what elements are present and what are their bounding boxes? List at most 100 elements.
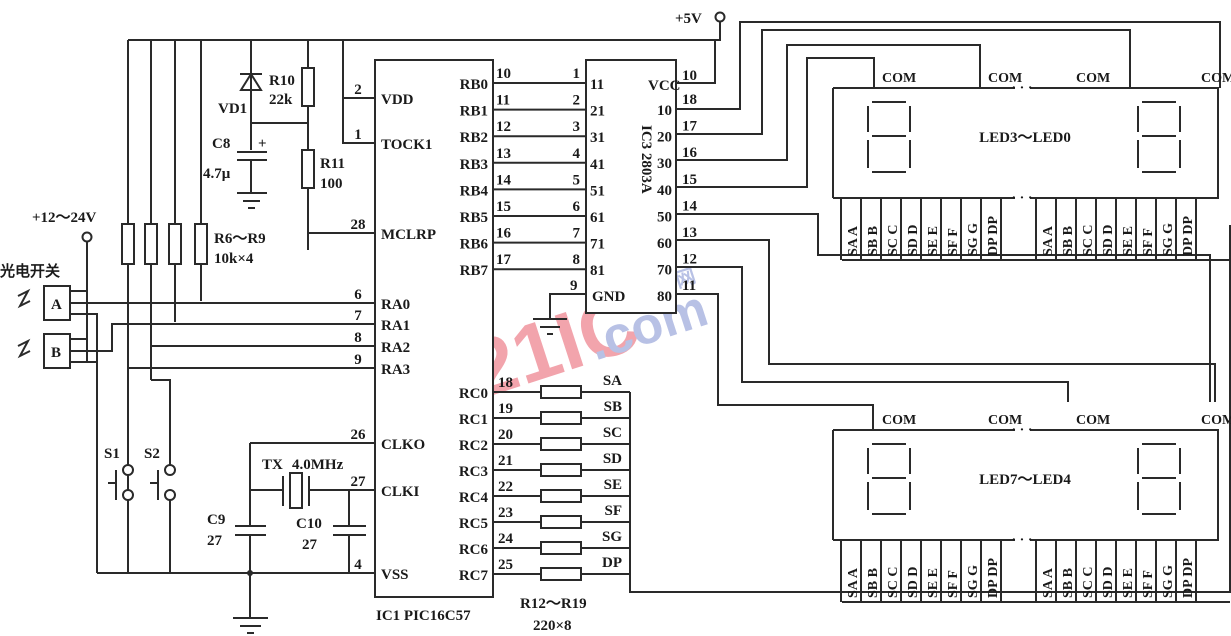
ic3-out-pin-number: 13 <box>682 225 697 241</box>
segment-label: DP <box>602 555 622 571</box>
ic3-in-label: 81 <box>590 263 605 279</box>
display-pin-label: SB B <box>1061 568 1076 598</box>
segment-label: SC <box>603 425 622 441</box>
c10-name: C10 <box>296 516 322 532</box>
ic3-out-pin-number: 17 <box>682 119 698 135</box>
ic1-rb-pin-number: 12 <box>496 119 511 135</box>
display-pin-label: SE E <box>1121 226 1136 256</box>
segment-label: SE <box>604 477 622 493</box>
ic3-in-pin-number: 1 <box>573 66 581 82</box>
ic3-out-label: 80 <box>657 289 672 305</box>
display-pin-label: SB B <box>866 568 881 598</box>
ic1-rc-label: RC3 <box>459 464 488 480</box>
com-label: COM <box>988 71 1022 86</box>
c8-value: 4.7μ <box>203 166 231 182</box>
ic1-rc-label: RC2 <box>459 438 488 454</box>
ic3-vcc-pin: 10 <box>682 68 697 84</box>
resistor-icon <box>540 567 582 581</box>
r10-name: R10 <box>269 73 295 89</box>
ic1-rc-pin-number: 18 <box>498 375 513 391</box>
display-pin-label: SE E <box>926 226 941 256</box>
display-pin-label: SE E <box>926 568 941 598</box>
crystal-value: 4.0MHz <box>292 457 344 473</box>
photo-switch-label: 光电开关 <box>0 262 60 280</box>
display-pin-label: SF F <box>1141 570 1156 598</box>
display-pin-label: SF F <box>946 570 961 598</box>
com-label: COM <box>882 71 916 86</box>
ic3-in-label: 61 <box>590 210 605 226</box>
seven-segment-digit-icon <box>867 101 911 173</box>
display-body <box>833 429 1219 541</box>
ic1-pin-label: RA0 <box>381 297 410 313</box>
com-label: COM <box>1201 71 1231 86</box>
display-ellipsis: · · · <box>1011 81 1032 96</box>
ic1-rb-label: RB6 <box>460 237 489 253</box>
light-icon <box>17 288 31 309</box>
ic1-pin-label: CLKI <box>381 484 420 500</box>
input-supply-label: +12～24V <box>32 210 97 226</box>
display-name: LED3～LED0 <box>979 130 1071 146</box>
seven-segment-digit-icon <box>867 443 911 515</box>
display-ellipsis: · · · <box>1011 423 1032 438</box>
ic1-pin-label: MCLRP <box>381 227 436 243</box>
ic3-gnd-label: GND <box>592 289 626 305</box>
ic1-pin-label: RA1 <box>381 318 410 334</box>
com-label: COM <box>1076 71 1110 86</box>
display-pin-label: SC C <box>1081 224 1096 256</box>
ic1-rb-pin-number: 10 <box>496 66 511 82</box>
resistor-icon <box>540 411 582 425</box>
ic1-pin-label: TOCK1 <box>381 137 432 153</box>
ic3-in-label: 41 <box>590 157 605 173</box>
ic3-in-label: 21 <box>590 104 605 120</box>
ic3-vcc-label: VCC <box>648 78 681 94</box>
display-pin-label: SF F <box>1141 228 1156 256</box>
display-pin-label: SA A <box>1041 567 1056 598</box>
c8-name: C8 <box>212 136 230 152</box>
ic1-pic16c57: IC1 PIC16C57 2VDD1TOCK128MCLRP6RA07RA18R… <box>351 59 586 624</box>
ic1-rb-label: RB5 <box>460 210 488 226</box>
ic1-pin-label: VSS <box>381 567 409 583</box>
ic1-rc-pin-number: 19 <box>498 401 513 417</box>
ic3-out-label: 20 <box>657 130 672 146</box>
c10-value: 27 <box>302 537 318 553</box>
resistor-icon <box>540 515 582 529</box>
display-pin-label: SD D <box>906 224 921 256</box>
photo-switch-block: +12～24V 光电开关 A B <box>0 210 375 573</box>
display-pin-label: SE E <box>1121 568 1136 598</box>
ic3-out-label: 60 <box>657 236 672 252</box>
ic1-pin-label: VDD <box>381 92 414 108</box>
ic1-rc-label: RC1 <box>459 412 488 428</box>
ic3-out-pin-number: 12 <box>682 252 697 268</box>
seven-segment-digit-icon <box>1137 101 1181 173</box>
display-pin-label: SG G <box>966 223 981 256</box>
ic3-2803a: IC3 2803A VCC GND 9 10 11122133144155166… <box>533 40 716 335</box>
ic1-rc-pin-number: 25 <box>498 557 513 573</box>
ic1-pin-number: 27 <box>351 474 367 490</box>
ic1-pin-label: RA2 <box>381 340 410 356</box>
ic1-rc-label: RC0 <box>459 386 488 402</box>
display-ellipsis: · · · <box>1011 533 1032 548</box>
ic1-pin-label: CLKO <box>381 437 425 453</box>
r11-value: 100 <box>320 176 343 192</box>
ic1-rb-label: RB3 <box>460 157 488 173</box>
ic3-in-label: 51 <box>590 183 605 199</box>
ic1-rb-pin-number: 13 <box>496 146 511 162</box>
ic3-in-pin-number: 2 <box>573 93 581 109</box>
photo-switch-a <box>43 285 71 321</box>
pushbuttons: S1 S2 <box>104 368 176 573</box>
display-pin-label: SB B <box>1061 226 1076 256</box>
ic3-out-label: 10 <box>657 103 672 119</box>
ic1-pin-number: 7 <box>354 308 362 324</box>
ic1-rc-label: RC6 <box>459 542 489 558</box>
r6-r9-name: R6～R9 <box>214 231 266 247</box>
r10-value: 22k <box>269 92 293 108</box>
display-pin-label: SB B <box>866 226 881 256</box>
display-body <box>833 87 1219 199</box>
com-label: COM <box>988 413 1022 428</box>
ic1-rb-label: RB7 <box>460 263 489 279</box>
ic1-rc-pin-number: 21 <box>498 453 513 469</box>
